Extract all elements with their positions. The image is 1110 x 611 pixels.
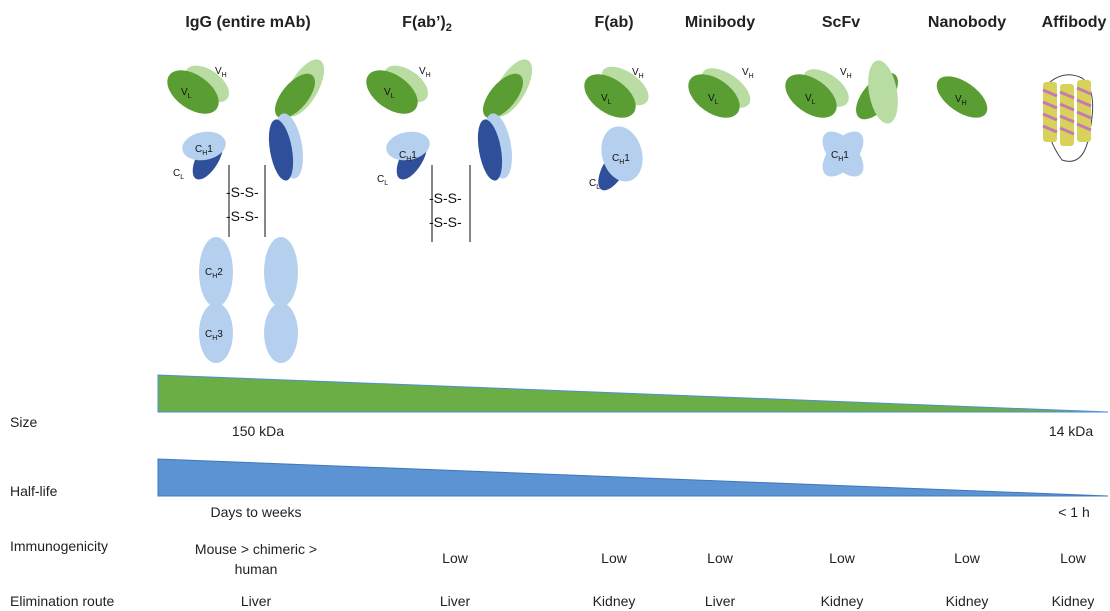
size-gradient-bar <box>157 374 1109 413</box>
elimination-fab2: Liver <box>439 593 471 609</box>
igg-right-cl <box>268 119 294 181</box>
fab2-ch1-label: CH1 <box>399 150 417 163</box>
elimination-fab: Kidney <box>592 593 636 609</box>
igg-vh-label: VH <box>215 66 227 79</box>
size-end-value: 14 kDa <box>1048 423 1094 439</box>
header-scfv: ScFv <box>821 14 861 31</box>
igg-cl-label: CL <box>173 168 184 181</box>
elimination-scfv: Kidney <box>820 593 864 609</box>
elimination-minibody: Liver <box>704 593 736 609</box>
fab2-left-vl <box>366 70 418 114</box>
header-igg: IgG (entire mAb) <box>185 14 311 31</box>
minibody-vl-label: VL <box>708 93 719 106</box>
igg-ch2-label: CH2 <box>205 267 223 280</box>
minibody-structure: VH VL <box>688 67 754 118</box>
halflife-end-value: < 1 h <box>1058 504 1090 520</box>
immunogenicity-fab: Low <box>601 550 627 566</box>
elimination-affibody: Kidney <box>1051 593 1095 609</box>
header-fab2-subscript: 2 <box>445 22 452 35</box>
row-label-size: Size <box>10 414 38 430</box>
scfv-vh-right <box>868 60 898 124</box>
igg-disulfide-2: -S-S- <box>226 208 259 224</box>
elimination-igg: Liver <box>240 593 272 609</box>
igg-right-ch2 <box>264 237 298 307</box>
fab2-cl-label: CL <box>377 174 388 187</box>
affibody-structure <box>1042 74 1094 162</box>
fab-cl-label: CL <box>589 178 600 191</box>
elimination-nanobody: Kidney <box>945 593 989 609</box>
fab2-vl-label: VL <box>384 87 395 100</box>
nanobody-vh <box>936 76 988 118</box>
fab2-vh-label: VH <box>419 66 431 79</box>
fab2-right-vl <box>482 73 524 119</box>
fab-vh <box>601 66 649 106</box>
header-affibody: Affibody <box>1041 14 1107 31</box>
igg-structure: VH VL CH1 CL -S-S- -S-S- CH2 CH3 <box>167 59 325 363</box>
igg-ch3-label: CH3 <box>205 329 223 342</box>
fab-structure: VH VL CH1 CL <box>584 66 649 191</box>
fab2-left-ch1 <box>386 131 430 161</box>
igg-left-ch2 <box>199 237 233 307</box>
fab2-structure: VH VL CH1 CL -S-S- -S-S- <box>366 59 533 242</box>
fab-ch1 <box>601 126 643 182</box>
scfv-ch1-label: CH1 <box>831 150 849 163</box>
igg-right-vl <box>274 73 316 119</box>
igg-ch1-label: CH1 <box>195 144 213 157</box>
igg-right-ch3 <box>264 303 298 363</box>
minibody-vh-label: VH <box>742 67 754 80</box>
scfv-ch1-b <box>822 131 864 177</box>
row-label-immunogenicity: Immunogenicity <box>10 538 109 554</box>
igg-disulfide-1: -S-S- <box>226 184 259 200</box>
scfv-vl-label: VL <box>805 93 816 106</box>
nanobody-structure: VH <box>936 76 988 118</box>
scfv-vl-left <box>785 74 837 118</box>
header-nanobody: Nanobody <box>927 14 1007 31</box>
scfv-vh-label: VH <box>840 67 852 80</box>
fab-vh-label: VH <box>632 67 644 80</box>
row-label-elimination: Elimination route <box>10 593 115 609</box>
immunogenicity-scfv: Low <box>829 550 855 566</box>
immunogenicity-minibody: Low <box>707 550 733 566</box>
row-label-halflife: Half-life <box>10 483 58 499</box>
fab2-disulfide-2: -S-S- <box>429 214 462 230</box>
size-start-value: 150 kDa <box>231 423 285 439</box>
immunogenicity-affibody: Low <box>1060 550 1086 566</box>
header-minibody: Minibody <box>684 14 756 31</box>
immunogenicity-nanobody: Low <box>954 550 980 566</box>
affibody-helix-1 <box>1042 82 1058 142</box>
fab-ch1-label: CH1 <box>612 153 630 166</box>
header-fab2-text: F(ab’) <box>402 14 446 31</box>
halflife-start-value: Days to weeks <box>210 504 302 520</box>
minibody-vl <box>688 74 740 118</box>
scfv-structure: VH VL CH1 <box>785 60 898 177</box>
affibody-helix-3 <box>1076 80 1092 142</box>
fab2-right-cl <box>477 119 503 181</box>
fab-vl-label: VL <box>601 93 612 106</box>
igg-vl-label: VL <box>181 87 192 100</box>
nanobody-vh-label: VH <box>955 94 967 107</box>
fab2-disulfide-1: -S-S- <box>429 190 462 206</box>
igg-left-ch1 <box>182 131 226 161</box>
halflife-gradient-bar <box>157 458 1109 497</box>
immunogenicity-fab2: Low <box>442 550 468 566</box>
fab-vl <box>584 74 636 118</box>
affibody-helix-2 <box>1059 84 1075 146</box>
header-fab2: F(ab’)2 <box>402 14 452 34</box>
igg-left-vl <box>167 70 219 114</box>
igg-left-ch3 <box>199 303 233 363</box>
header-fab: F(ab) <box>594 14 634 31</box>
immunogenicity-igg: Mouse > chimeric > human <box>194 541 318 577</box>
